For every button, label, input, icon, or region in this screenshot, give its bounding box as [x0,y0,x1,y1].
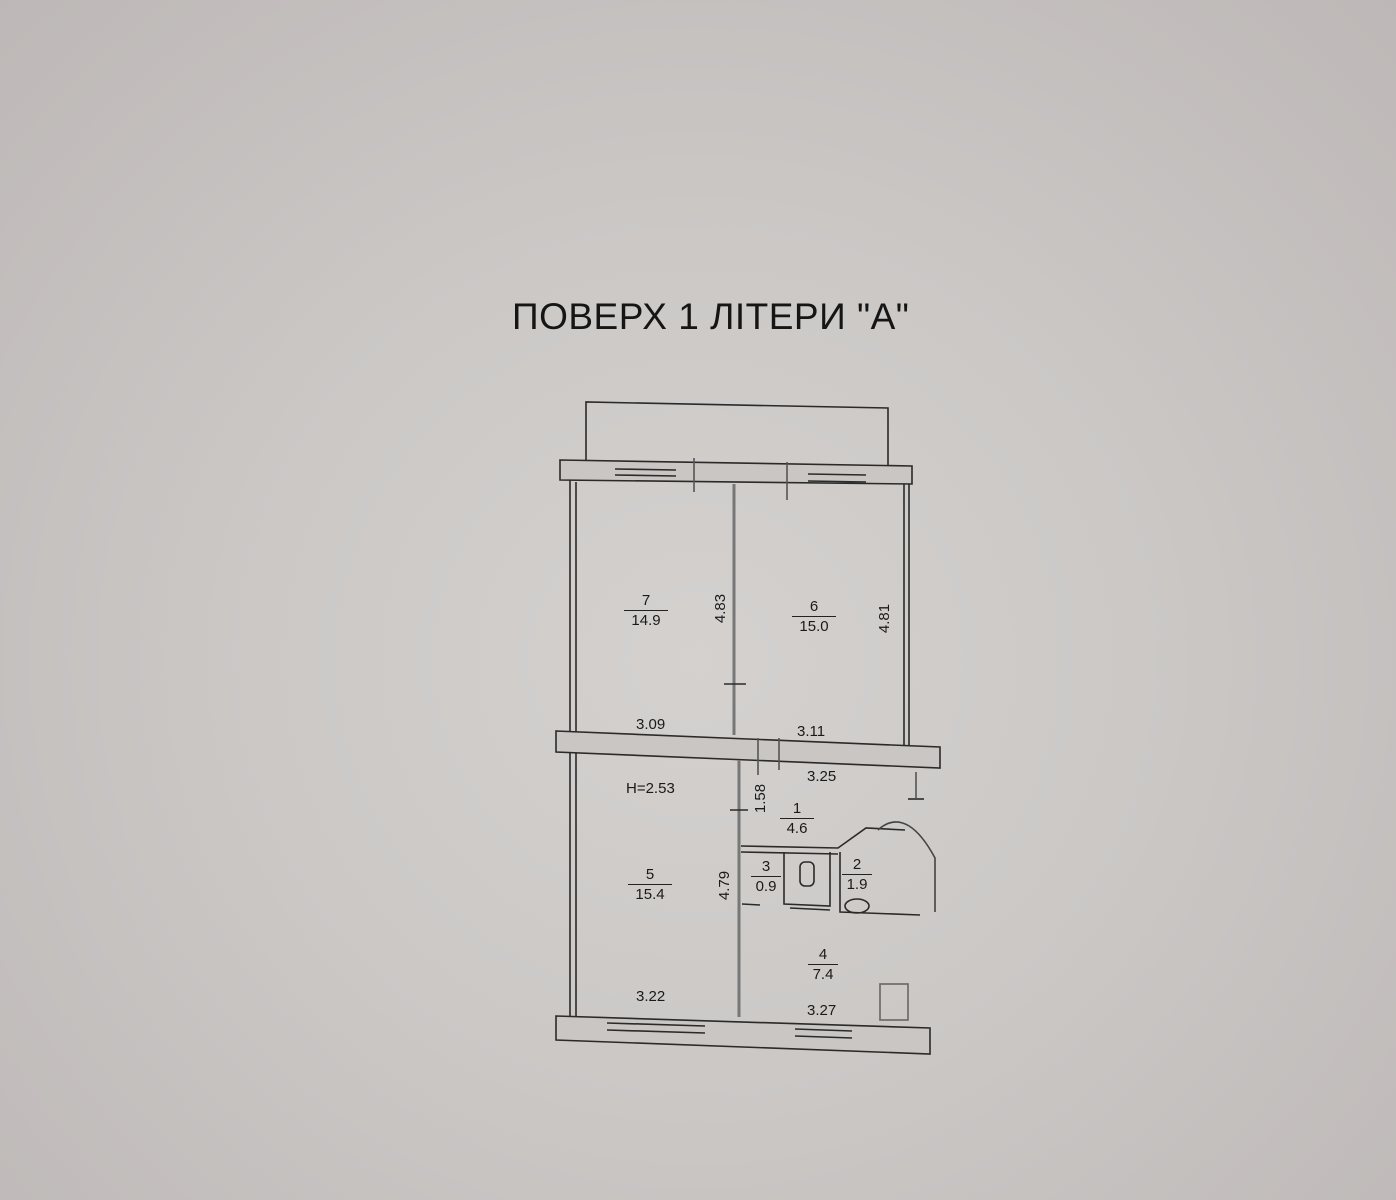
room-3: 3 0.9 [751,858,781,896]
room-6: 6 15.0 [792,598,836,636]
room-1: 1 4.6 [780,800,814,838]
dim-room4-width: 3.27 [807,1002,837,1019]
bathroom-walls [740,827,906,855]
window-top-left [614,468,677,477]
balcony-outline [585,401,889,466]
dim-corridor-width: 3.25 [807,768,837,785]
room-4: 4 7.4 [808,946,838,984]
dim-room7-depth: 4.83 [712,593,730,624]
dim-room5-width: 3.22 [636,988,666,1005]
floor-plan-title: ПОВЕРХ 1 ЛІТЕРИ "А" [512,296,910,337]
ceiling-height: H=2.53 [626,780,675,797]
room-7: 7 14.9 [624,592,668,630]
stove-icon [879,983,909,1021]
dim-room6-depth: 4.81 [876,603,894,634]
room-5: 5 15.4 [628,866,672,904]
window-top-right [807,473,867,483]
window-bottom-right [794,1028,853,1039]
window-bottom-left [606,1022,706,1034]
sink-icon [799,861,815,887]
toilet-icon [844,898,870,914]
dim-room6-width: 3.11 [797,723,826,740]
dim-room5-depth: 4.79 [716,870,734,901]
dim-room7-width: 3.09 [636,716,666,733]
dim-corridor-depth: 1.58 [752,783,770,814]
room-2: 2 1.9 [842,856,872,894]
